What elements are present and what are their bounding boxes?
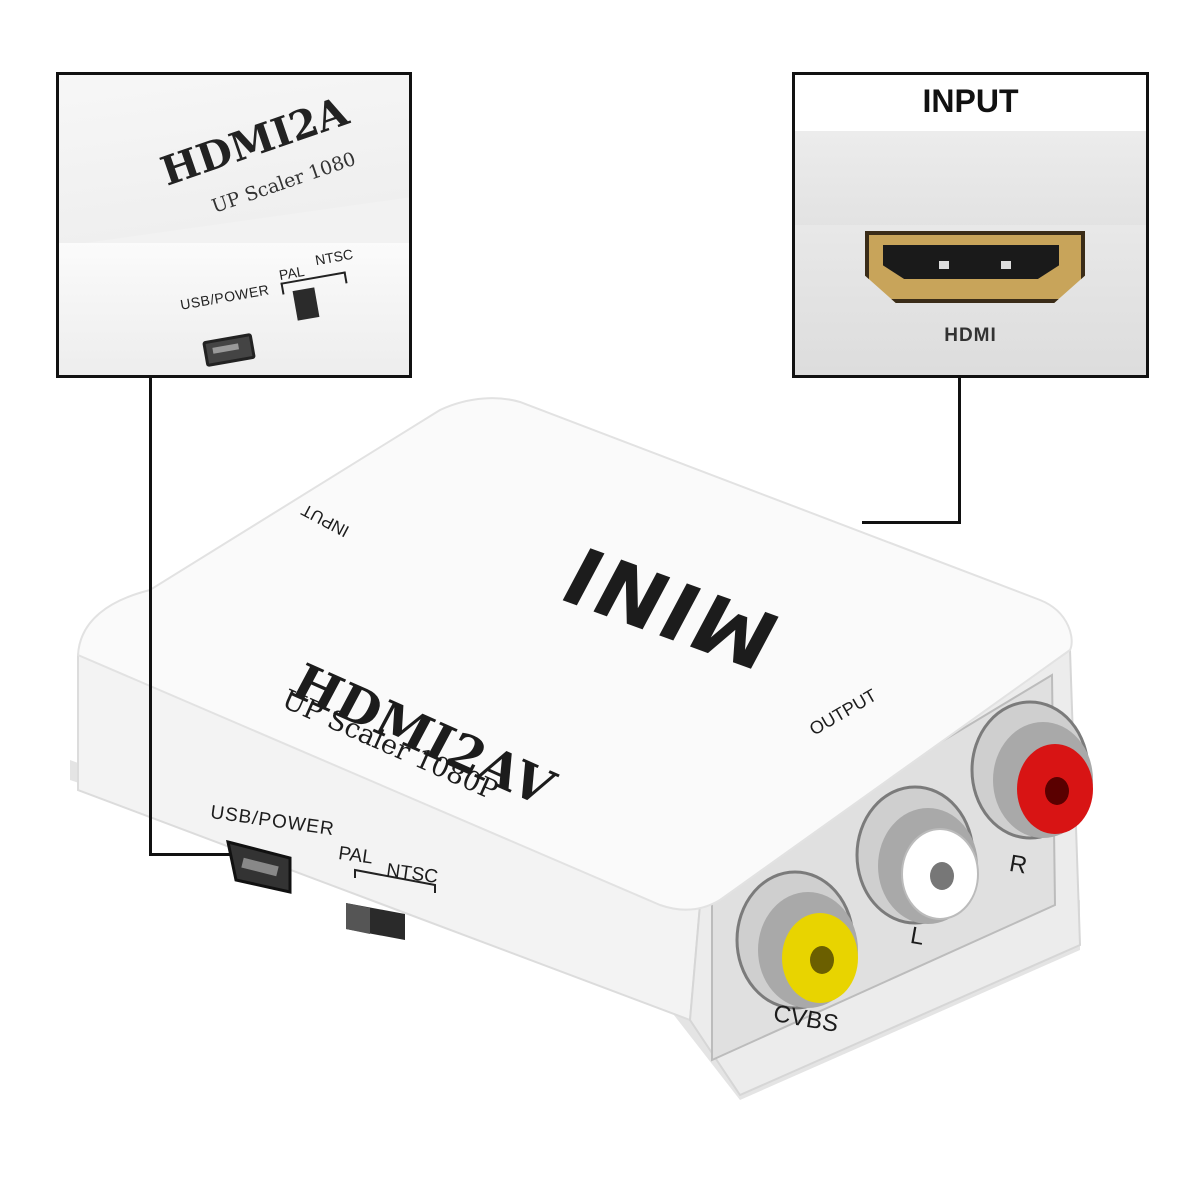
rca-jack-l xyxy=(855,785,979,925)
rca-jack-r xyxy=(970,700,1093,840)
device-pal-label: PAL xyxy=(337,843,375,869)
callout-usb-power-closeup: HDMI2A UP Scaler 1080 USB/POWER PAL NTSC xyxy=(56,72,412,378)
hdmi-port-inner xyxy=(883,245,1059,279)
device-top-face xyxy=(76,397,1073,911)
connector-line-right-horizontal xyxy=(862,521,961,524)
callout-hdmi-input-closeup: INPUT HDMI xyxy=(792,72,1149,378)
callout-heading: INPUT xyxy=(922,83,1019,119)
connector-line-left-vertical xyxy=(149,378,152,856)
connector-line-right-vertical xyxy=(958,378,961,524)
hdmi-port-label: HDMI xyxy=(944,325,997,346)
connector-line-left-horizontal xyxy=(149,853,231,856)
hdmi-port xyxy=(865,231,1085,303)
rca-jack-cvbs xyxy=(735,870,858,1010)
closeup-panel-edge xyxy=(795,131,1146,233)
